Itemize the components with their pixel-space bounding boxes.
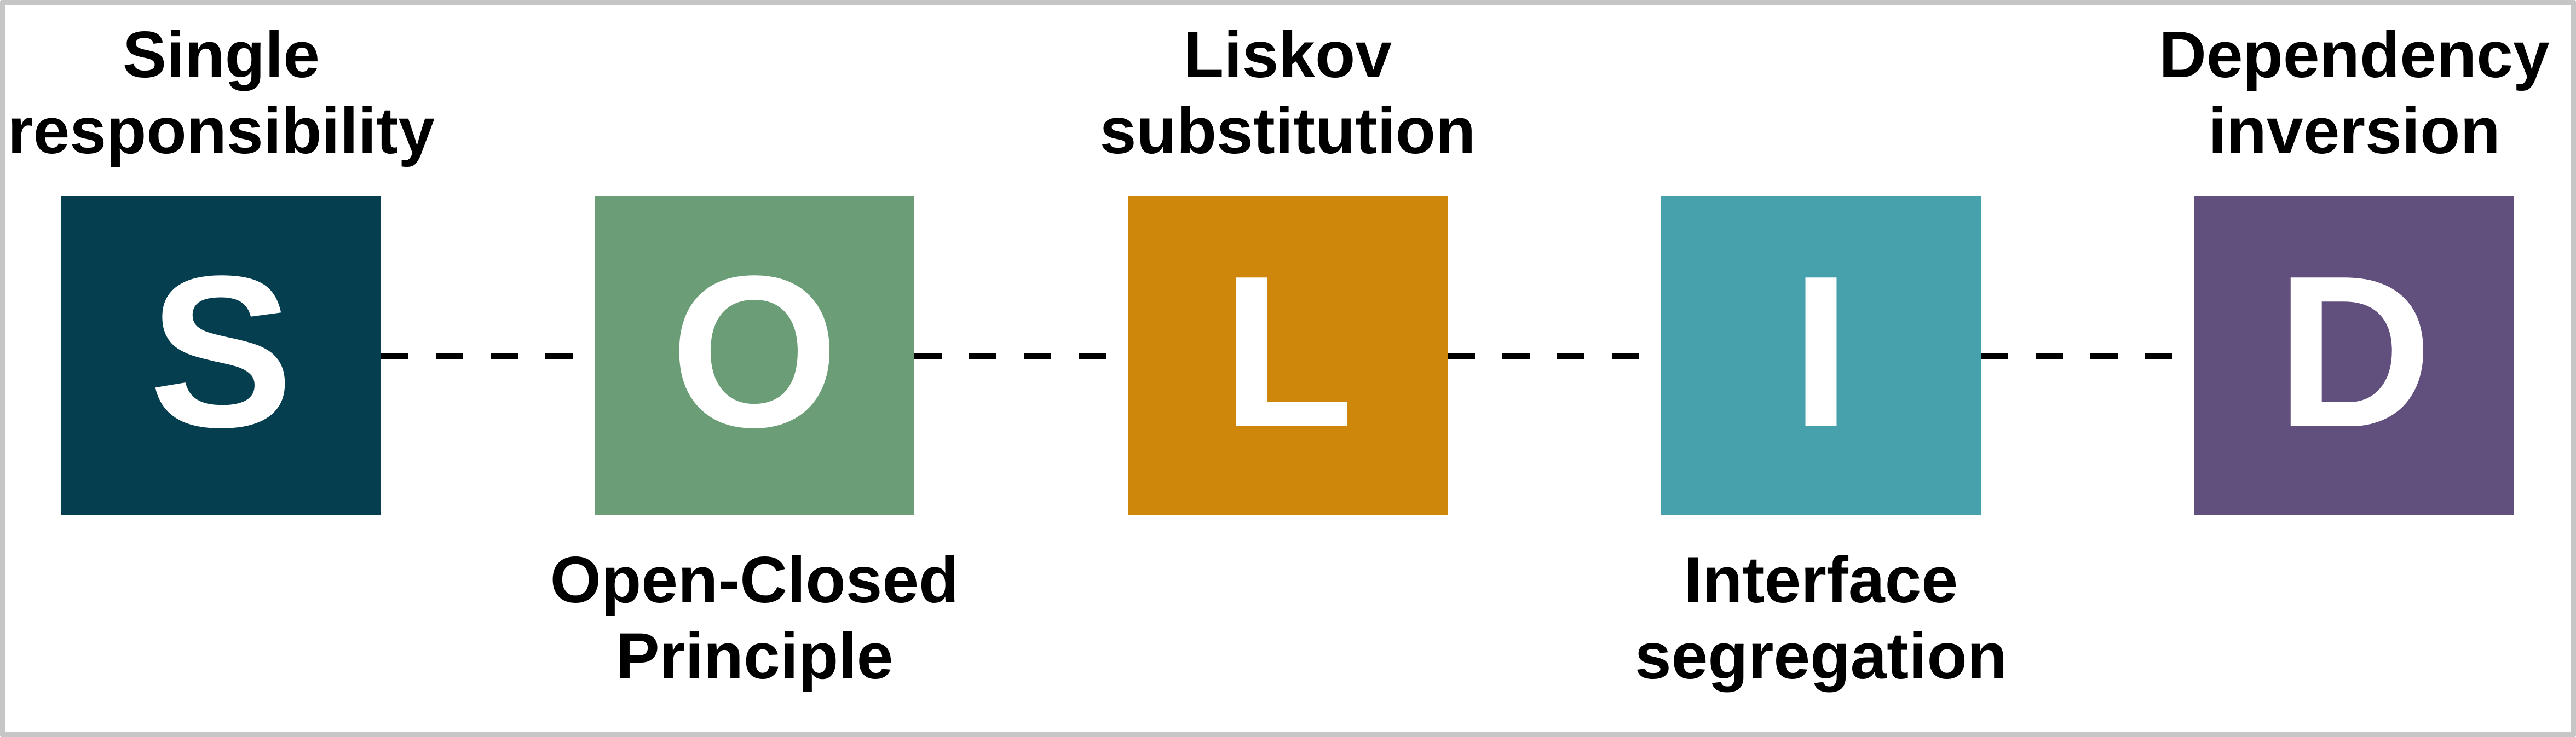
square-s: S	[61, 196, 381, 515]
letter-s: S	[149, 230, 293, 472]
square-o: O	[595, 196, 914, 515]
label-liskov-substitution: Liskov substitution	[1099, 18, 1476, 168]
label-interface-segregation: Interface segregation	[1634, 543, 2008, 693]
dashed-connector-3	[1448, 353, 1661, 359]
square-l: L	[1128, 196, 1448, 515]
square-d: D	[2194, 196, 2514, 515]
dashed-connector-2	[914, 353, 1128, 359]
dashed-connector-1	[381, 353, 595, 359]
dashed-connector-4	[1981, 353, 2194, 359]
label-single-responsibility: Single responsibility	[7, 18, 435, 168]
letter-l: L	[1221, 230, 1354, 472]
letter-d: D	[2276, 230, 2433, 472]
label-open-closed-principle: Open-Closed Principle	[550, 543, 959, 693]
letter-i: I	[1791, 230, 1851, 472]
label-dependency-inversion: Dependency inversion	[2159, 18, 2550, 168]
square-i: I	[1661, 196, 1981, 515]
letter-o: O	[670, 230, 839, 472]
